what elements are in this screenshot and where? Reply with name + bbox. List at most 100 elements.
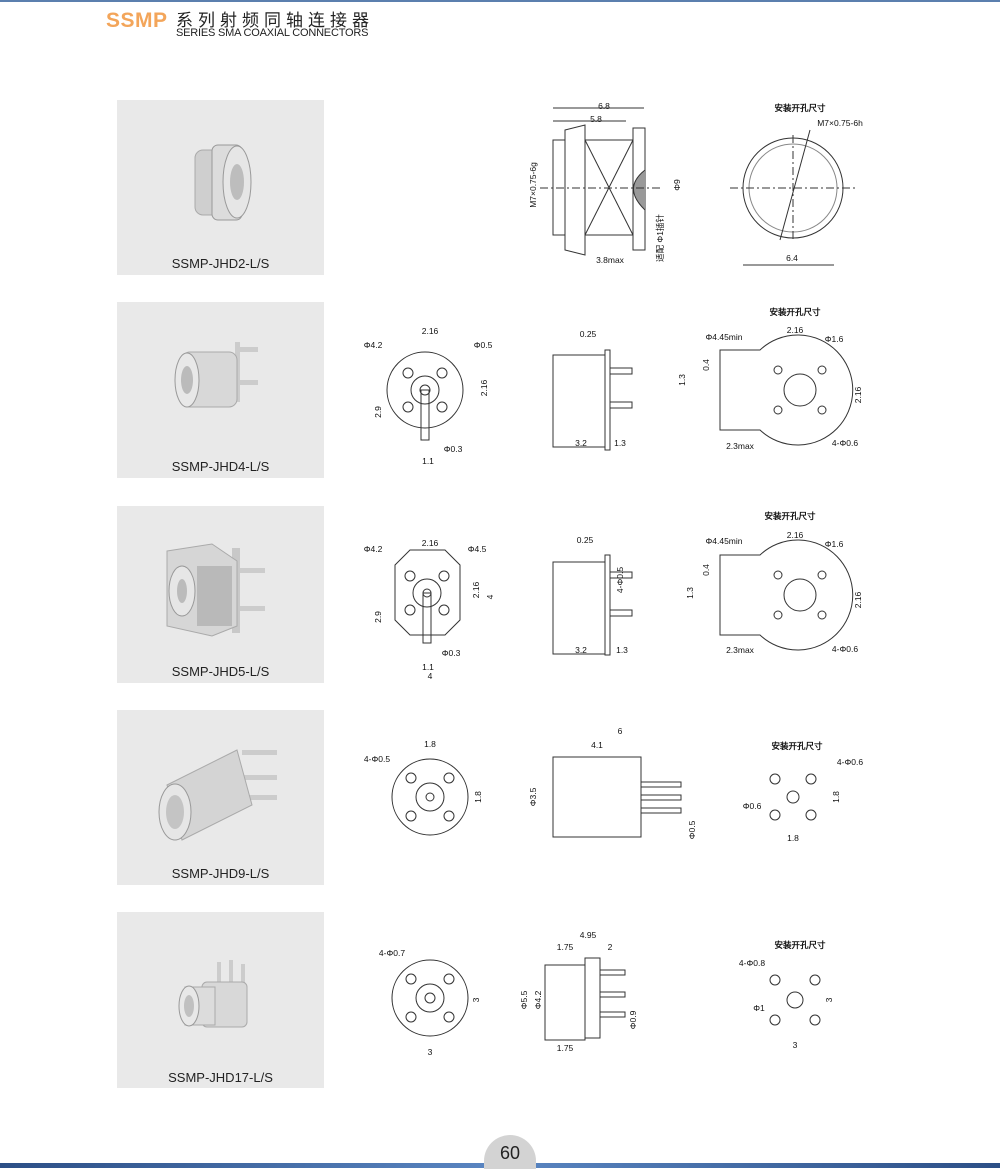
- mounting-hole-title: 安装开孔尺寸: [774, 103, 826, 113]
- series-title-en: SERIES SMA COAXIAL CONNECTORS: [176, 27, 369, 39]
- connector-photo: [194, 144, 252, 221]
- dimension-label: 1.8: [424, 739, 436, 749]
- drawing-jhd5: [394, 539, 854, 656]
- dimension-label: 4: [485, 594, 495, 600]
- product-name: SSMP-JHD5-L/S: [171, 664, 270, 679]
- product-name: SSMP-JHD9-L/S: [171, 866, 270, 881]
- drawing-jhd2: [540, 107, 856, 266]
- dimension-label: Φ4.45min: [705, 536, 743, 546]
- brand-logo: SSMP: [106, 9, 168, 32]
- dimension-label: 4-Φ0.5: [363, 754, 391, 764]
- dimension-label: 2.16: [786, 530, 804, 540]
- dimension-label: 4-Φ0.6: [836, 757, 864, 767]
- dimension-label: Φ0.5: [473, 340, 493, 350]
- dimension-label: 0.25: [579, 329, 597, 339]
- dimension-label: 3: [427, 1047, 433, 1057]
- dimension-label: Φ0.5: [687, 820, 697, 840]
- dimension-label: M7×0.75-6h: [817, 118, 863, 128]
- dimension-label: 1.75: [556, 1043, 574, 1053]
- connector-photo: [174, 342, 258, 408]
- product-name: SSMP-JHD17-L/S: [168, 1070, 273, 1085]
- dimension-label: 4-Φ0.6: [831, 438, 859, 448]
- top-rule: [0, 0, 1000, 2]
- dimension-label: 1.8: [831, 791, 841, 803]
- dimension-label: Φ4.2: [363, 544, 383, 554]
- dimension-label: 4-Φ0.5: [615, 566, 625, 594]
- dimension-label: Φ1.6: [824, 334, 844, 344]
- dimension-label: Φ4.2: [363, 340, 383, 350]
- dimension-label: 0.4: [701, 564, 711, 576]
- product-name: SSMP-JHD2-L/S: [171, 256, 270, 271]
- dimension-label: 适配 Φ1插针: [655, 214, 665, 262]
- connector-photo: [166, 543, 265, 637]
- dimension-label: 3: [824, 997, 834, 1003]
- dimension-label: 2.9: [373, 406, 383, 418]
- product-photo-panel: SSMP-JHD17-L/S: [117, 912, 324, 1088]
- product-photo-panel: SSMP-JHD2-L/S: [117, 100, 324, 275]
- connector-photo: [178, 960, 248, 1028]
- page-number: 60: [484, 1135, 536, 1169]
- dimension-label: 2.16: [421, 538, 439, 548]
- dimension-label: 4.1: [591, 740, 603, 750]
- dimension-label: 1.8: [473, 791, 483, 803]
- dimension-label: 2.16: [786, 325, 804, 335]
- dimension-label: 4: [427, 671, 433, 681]
- dimension-label: Φ3.5: [528, 787, 538, 807]
- dimension-label: 5.8: [590, 114, 602, 124]
- dimension-label: Φ0.3: [441, 648, 461, 658]
- dimension-label: 3: [792, 1040, 798, 1050]
- mounting-hole-title: 安装开孔尺寸: [769, 307, 821, 317]
- product-name: SSMP-JHD4-L/S: [171, 459, 270, 474]
- dimension-label: 1.1: [422, 456, 434, 466]
- dimension-label: 1.75: [556, 942, 574, 952]
- dimension-label: 1.8: [787, 833, 799, 843]
- dimension-label: Φ1: [753, 1003, 765, 1013]
- dimension-label: 2.3max: [726, 645, 754, 655]
- connector-photo: [158, 749, 277, 841]
- dimension-label: 4.95: [579, 930, 597, 940]
- dimension-label: Φ0.3: [443, 444, 463, 454]
- dimension-label: 4-Φ0.7: [378, 948, 406, 958]
- mounting-hole-title: 安装开孔尺寸: [774, 940, 826, 950]
- dimension-label: Φ4.45min: [705, 332, 743, 342]
- dimension-label: 2.16: [853, 386, 863, 404]
- dimension-label: Φ0.9: [628, 1010, 638, 1030]
- dimension-label: M7×0.75-6g: [528, 162, 538, 208]
- dimension-label: 6: [617, 726, 623, 736]
- dimension-label: 0.4: [701, 359, 711, 371]
- dimension-label: 2.16: [471, 581, 481, 599]
- dimension-label: 1.3: [616, 645, 628, 655]
- dimension-label: 2: [607, 942, 613, 952]
- series-title-cn: 系列射频同轴连接器: [176, 11, 374, 30]
- product-photo-panel: SSMP-JHD9-L/S: [117, 710, 324, 885]
- dimension-label: Φ4.5: [467, 544, 487, 554]
- mounting-hole-title: 安装开孔尺寸: [771, 741, 823, 751]
- dimension-label: 3.2: [575, 645, 587, 655]
- dimension-label: 2.16: [479, 379, 489, 397]
- dimension-label: Φ4.2: [533, 990, 543, 1010]
- dimension-label: 3.8max: [596, 255, 624, 265]
- dimension-label: Φ9: [672, 179, 682, 191]
- dimension-label: Φ5.5: [519, 990, 529, 1010]
- dimension-label: 6.4: [786, 253, 798, 263]
- dimension-label: 0.25: [576, 535, 594, 545]
- dimension-label: 4-Φ0.6: [831, 644, 859, 654]
- dimension-label: 1.1: [422, 662, 434, 672]
- dimension-label: 4-Φ0.8: [738, 958, 766, 968]
- dimension-label: 3.2: [575, 438, 587, 448]
- mounting-hole-title: 安装开孔尺寸: [764, 511, 816, 521]
- dimension-label: 1.3: [677, 374, 687, 386]
- drawing-jhd4: [386, 334, 854, 451]
- product-photo-panel: SSMP-JHD5-L/S: [117, 506, 324, 683]
- dimension-label: 2.9: [373, 611, 383, 623]
- product-photo-panel: SSMP-JHD4-L/S: [117, 302, 324, 478]
- dimension-label: 2.16: [421, 326, 439, 336]
- dimension-label: 1.3: [685, 587, 695, 599]
- dimension-label: 2.3max: [726, 441, 754, 451]
- drawing-jhd9: [391, 756, 817, 838]
- drawing-jhd17: [391, 957, 821, 1041]
- dimension-label: 6.8: [598, 101, 610, 111]
- dimension-label: 3: [471, 997, 481, 1003]
- dimension-label: 1.3: [614, 438, 626, 448]
